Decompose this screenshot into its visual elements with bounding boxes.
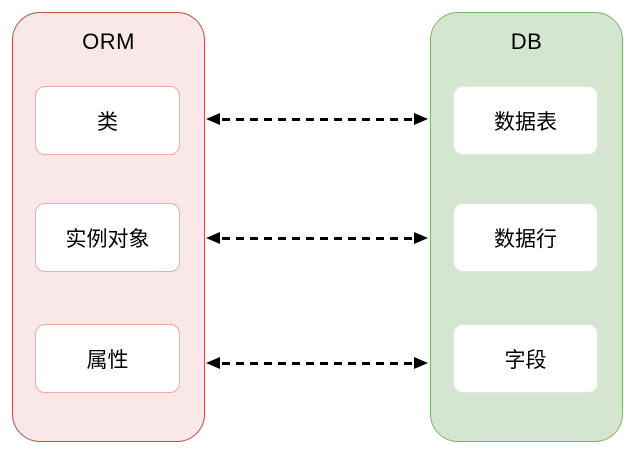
node-data-row: 数据行 bbox=[453, 203, 598, 272]
mapping-arrow-instance-row bbox=[206, 231, 428, 245]
mapping-arrow-attribute-field bbox=[206, 356, 428, 370]
dashed-line bbox=[222, 117, 412, 121]
node-class: 类 bbox=[35, 86, 180, 155]
dashed-line bbox=[222, 236, 412, 240]
db-container: DB 数据表 数据行 字段 bbox=[430, 12, 623, 442]
node-instance-object: 实例对象 bbox=[35, 203, 180, 272]
dashed-line bbox=[222, 361, 412, 365]
arrowhead-right-icon bbox=[414, 357, 428, 369]
db-container-title: DB bbox=[510, 29, 543, 54]
arrowhead-right-icon bbox=[414, 232, 428, 244]
node-attribute: 属性 bbox=[35, 324, 180, 393]
arrowhead-left-icon bbox=[206, 113, 220, 125]
orm-container: ORM 类 实例对象 属性 bbox=[12, 12, 205, 442]
arrowhead-right-icon bbox=[414, 113, 428, 125]
arrowhead-left-icon bbox=[206, 357, 220, 369]
orm-container-title: ORM bbox=[82, 29, 135, 54]
mapping-arrow-class-table bbox=[206, 112, 428, 126]
node-field: 字段 bbox=[453, 324, 598, 393]
arrowhead-left-icon bbox=[206, 232, 220, 244]
node-data-table: 数据表 bbox=[453, 86, 598, 155]
